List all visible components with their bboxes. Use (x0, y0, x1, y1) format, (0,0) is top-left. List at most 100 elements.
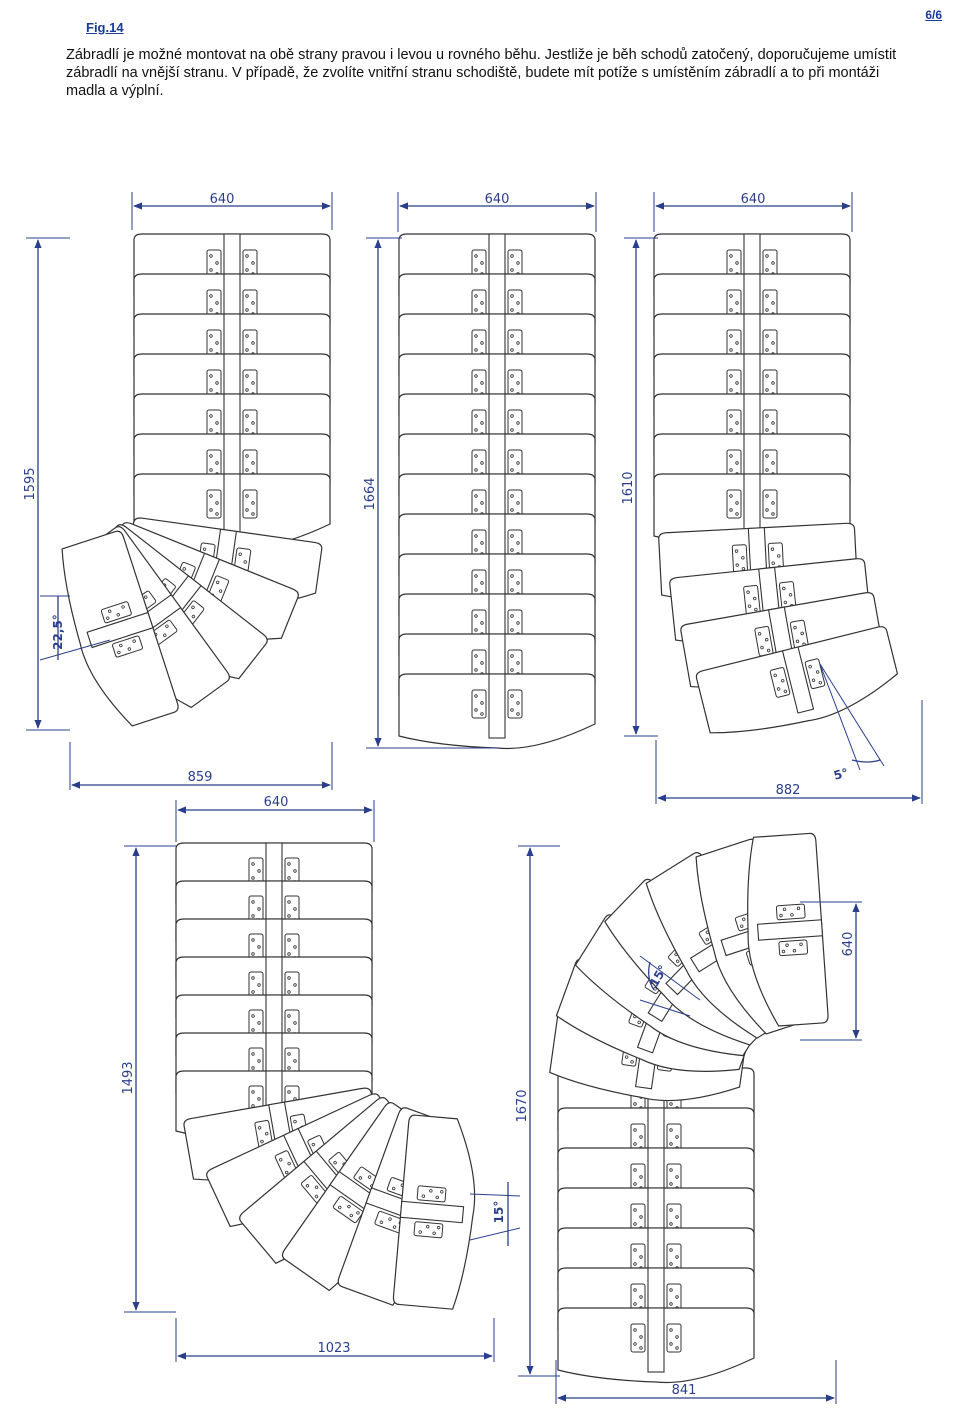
bolt-hole (257, 1097, 261, 1101)
bolt-hole (729, 388, 733, 392)
bolt-hole (669, 1222, 673, 1226)
bolt-hole (729, 468, 733, 472)
stair-tread (392, 1114, 476, 1310)
bolt-hole (510, 308, 514, 312)
bolt-hole (287, 976, 291, 980)
bolt-hole (215, 461, 219, 465)
bolt-hole (474, 254, 478, 258)
v2-width-dimension: 640 (397, 192, 597, 232)
bolt-hole (765, 308, 769, 312)
bolt-hole (510, 588, 514, 592)
bolt-hole (474, 428, 478, 432)
bolt-hole (474, 654, 478, 658)
v5-total-label: 841 (672, 1383, 697, 1398)
column-segment (756, 919, 824, 941)
bolt-hole (209, 494, 213, 498)
bolt-hole (245, 428, 249, 432)
bolt-hole (735, 301, 739, 305)
bolt-hole (669, 1262, 673, 1266)
bolt-hole (480, 661, 484, 665)
bolt-hole (510, 548, 514, 552)
bolt-hole (729, 374, 733, 378)
bolt-hole (209, 428, 213, 432)
bolt-hole (771, 561, 775, 565)
bolt-hole (765, 268, 769, 272)
bolt-hole (675, 1135, 679, 1139)
bolt-hole (293, 945, 297, 949)
bolt-hole (633, 1262, 637, 1266)
bolt-hole (818, 680, 823, 685)
bolt-hole (279, 1158, 283, 1162)
bolt-hole (815, 670, 820, 674)
bolt-hole (349, 1213, 353, 1218)
v4-straight-steps (175, 842, 373, 1145)
v4-width-dimension: 640 (175, 795, 375, 842)
bolt-hole (251, 421, 255, 425)
v1-straight-steps (133, 233, 331, 550)
bolt-hole (293, 907, 297, 911)
bolt-hole (480, 621, 484, 625)
bolt-hole (251, 1014, 255, 1018)
bolt-hole (379, 1220, 384, 1225)
v4-width-label: 640 (264, 795, 289, 810)
bolt-hole (474, 668, 478, 672)
stair-variant-4: 640 1493 1023 15° (121, 795, 521, 1362)
bolt-hole (436, 1225, 441, 1230)
bolt-hole (474, 308, 478, 312)
bolt-hole (735, 461, 739, 465)
bolt-hole (796, 906, 801, 911)
bolt-hole (735, 563, 739, 567)
v4-total-dimension: 1023 (175, 1318, 495, 1362)
v3-total-dimension: 882 (655, 700, 923, 804)
bolt-hole (182, 567, 186, 571)
bolt-hole (209, 268, 213, 272)
bolt-hole (510, 694, 514, 698)
bolt-hole (293, 1119, 297, 1124)
bolt-hole (675, 1295, 679, 1299)
bracket-plate (206, 489, 222, 519)
bolt-hole (516, 621, 520, 625)
bolt-hole (669, 1208, 673, 1212)
bolt-hole (510, 654, 514, 658)
bolt-hole (108, 609, 112, 613)
bolt-hole (474, 494, 478, 498)
v3-depth-dimension: 1610 (621, 237, 658, 737)
bolt-hole (675, 1346, 679, 1350)
bolt-hole (770, 547, 775, 551)
bolt-hole (209, 508, 213, 512)
bolt-hole (265, 1131, 269, 1136)
bolt-hole (669, 1182, 673, 1186)
bolt-hole (209, 388, 213, 392)
bolt-hole (633, 1248, 637, 1252)
bolt-hole (245, 414, 249, 418)
bolt-hole (783, 600, 788, 605)
bracket-plate (743, 584, 761, 615)
bolt-hole (669, 1328, 673, 1332)
bolt-hole (209, 294, 213, 298)
column-segment (399, 1200, 465, 1224)
bracket-plate (507, 689, 523, 719)
bolt-hole (516, 341, 520, 345)
v4-angle-dimension: 15° (469, 1182, 521, 1246)
bolt-hole (392, 1186, 396, 1191)
bolt-hole (669, 1248, 673, 1252)
bolt-hole (740, 924, 744, 928)
figure-label: Fig.14 (86, 20, 124, 35)
bolt-hole (474, 508, 478, 512)
v1-angle-dimension: 22,5° (39, 595, 111, 661)
bolt-hole (735, 341, 739, 345)
bolt-hole (287, 1090, 291, 1094)
bolt-hole (209, 414, 213, 418)
bolt-hole (510, 334, 514, 338)
v5-width-label: 640 (841, 932, 856, 957)
bolt-hole (287, 862, 291, 866)
bolt-hole (765, 494, 769, 498)
bolt-hole (516, 421, 520, 425)
bracket-plate (775, 903, 806, 921)
bolt-hole (144, 595, 148, 599)
bolt-hole (257, 1059, 261, 1063)
bracket-plate (471, 689, 487, 719)
bolt-hole (293, 1021, 297, 1025)
bolt-hole (765, 454, 769, 458)
v3-depth-label: 1610 (621, 471, 636, 504)
